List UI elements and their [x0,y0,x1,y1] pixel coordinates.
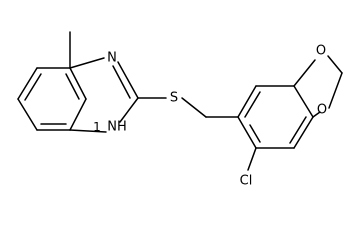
bond [293,59,316,87]
atom-cl: Cl [240,174,253,189]
bond [69,129,107,133]
bond [327,55,343,74]
bond [237,85,257,118]
atom-nh: NH [107,120,127,135]
double-bond-inner [65,73,80,100]
molecule-svg: N NH 1 S O O Cl [17,31,343,189]
bond [17,98,38,131]
dioxole-ring [293,55,343,118]
atom-o-top: O [316,44,326,59]
double-bond-inner [112,65,131,99]
bond [117,61,139,99]
bond [293,116,314,149]
c-cl-bond [247,147,257,171]
bond [69,98,87,131]
atom-nh-index: 1 [93,120,101,134]
imidazole-ring [69,57,139,133]
s-ch2-bond [181,97,207,118]
bond [69,57,105,69]
benzimidazole-benzene-ring [17,67,87,131]
double-bond-inner [24,73,42,101]
bond [237,116,257,149]
bond [312,111,321,118]
bond [17,67,38,100]
atom-n: N [107,51,117,66]
atom-s: S [170,91,178,106]
benzodioxole-benzene-ring [237,85,314,149]
molecule-structure-drawing: N NH 1 S O O Cl [17,31,343,189]
double-bond-inner [289,116,307,144]
bond [328,72,343,109]
atom-o-bottom: O [317,103,327,118]
double-bond-inner [249,124,261,143]
bond [119,97,139,123]
bond [293,85,314,118]
bond [69,67,87,100]
double-bond-inner [244,91,261,118]
